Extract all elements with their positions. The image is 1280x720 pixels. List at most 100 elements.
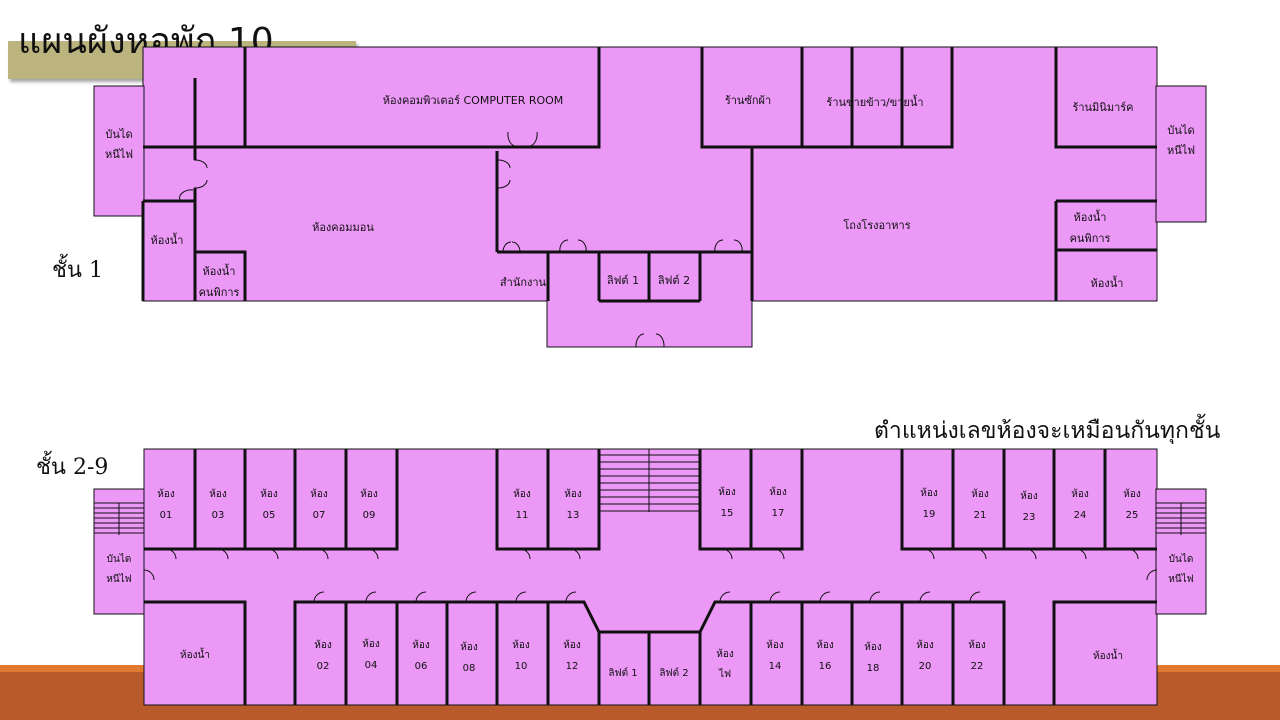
room-word: ห้อง — [362, 638, 380, 650]
label-disabled-toilet-right-2: คนพิการ — [1070, 232, 1111, 245]
room-08: ห้อง 08 — [460, 641, 478, 674]
floor-1-left-wing — [93, 85, 145, 217]
room-word: ห้อง — [512, 639, 530, 651]
room-number: 22 — [971, 661, 984, 672]
label-minimart: ร้านมินิมาร์ค — [1072, 101, 1133, 114]
label-fire-stair-right: บันได — [1167, 124, 1194, 137]
room-word: ห้อง — [916, 639, 934, 651]
room-word: ห้อง — [157, 488, 175, 500]
room-19: ห้อง 19 — [920, 487, 938, 520]
fire-stair-right-label: บันได — [1169, 553, 1194, 565]
room-14: ห้อง 14 — [766, 639, 784, 672]
label-laundry: ร้านซักผ้า — [725, 94, 771, 107]
label-food-shop: ร้านขายข้าว/ขายน้ำ — [826, 94, 923, 109]
room-number: 05 — [263, 510, 276, 521]
room-06: ห้อง 06 — [412, 639, 430, 672]
label-disabled-toilet-left: ห้องน้ำ — [203, 263, 236, 278]
room-number: 19 — [923, 509, 936, 520]
label-lift-1: ลิฟต์ 1 — [607, 274, 639, 287]
room-word: ห้อง — [209, 488, 227, 500]
room-21: ห้อง 21 — [971, 488, 989, 521]
room-number: 16 — [819, 661, 832, 672]
room-word: ห้อง — [460, 641, 478, 653]
room-number: 25 — [1126, 510, 1139, 521]
room-word: ห้อง — [412, 639, 430, 651]
room-word: ห้อง — [260, 488, 278, 500]
room-word: ห้อง — [513, 488, 531, 500]
room-number: 10 — [515, 661, 528, 672]
room-02: ห้อง 02 — [314, 639, 332, 672]
room-10: ห้อง 10 — [512, 639, 530, 672]
room-number: 21 — [974, 510, 987, 521]
room-11: ห้อง 11 — [513, 488, 531, 521]
room-number: 04 — [365, 660, 378, 671]
room-word: ห้อง — [766, 639, 784, 651]
label-disabled-toilet-right: ห้องน้ำ — [1074, 209, 1107, 224]
room-word: ห้อง — [968, 639, 986, 651]
room-number: 06 — [415, 661, 428, 672]
room-18: ห้อง 18 — [864, 641, 882, 674]
room-word: ห้อง — [1123, 488, 1141, 500]
label-computer-room: ห้องคอมพิวเตอร์ COMPUTER ROOM — [383, 94, 564, 107]
room-word: ห้อง — [1071, 488, 1089, 500]
room-word: ห้อง — [920, 487, 938, 499]
room-20: ห้อง 20 — [916, 639, 934, 672]
electrical-room-label: ห้อง — [716, 648, 734, 660]
room-number-note: ตำแหน่งเลขห้องจะเหมือนกันทุกชั้น — [874, 418, 1221, 444]
room-word: ห้อง — [314, 639, 332, 651]
room-number: 18 — [867, 663, 880, 674]
room-number: 20 — [919, 661, 932, 672]
room-word: ห้อง — [310, 488, 328, 500]
room-word: ห้อง — [816, 639, 834, 651]
room-word: ห้อง — [971, 488, 989, 500]
room-16: ห้อง 16 — [816, 639, 834, 672]
room-22: ห้อง 22 — [968, 639, 986, 672]
toilet-right-label: ห้องน้ำ — [1093, 648, 1123, 662]
toilet-left-label: ห้องน้ำ — [180, 647, 210, 661]
fire-stair-left-label: บันได — [107, 553, 132, 565]
lift-1-label: ลิฟต์ 1 — [608, 667, 637, 679]
room-word: ห้อง — [718, 486, 736, 498]
room-number: 23 — [1023, 512, 1036, 523]
room-number: 03 — [212, 510, 225, 521]
room-17: ห้อง 17 — [769, 486, 787, 519]
room-word: ห้อง — [864, 641, 882, 653]
fire-stair-left-label-2: หนีไฟ — [106, 573, 132, 585]
room-number: 01 — [160, 510, 173, 521]
room-word: ห้อง — [564, 488, 582, 500]
room-number: 14 — [769, 661, 782, 672]
label-fire-stair-right-2: หนีไฟ — [1167, 144, 1195, 157]
electrical-room-label-2: ไฟ — [718, 668, 731, 680]
lift-2-label: ลิฟต์ 2 — [659, 667, 688, 679]
floor-1-label: ชั้น 1 — [52, 258, 103, 283]
label-disabled-toilet-left-2: คนพิการ — [199, 286, 240, 299]
room-25: ห้อง 25 — [1123, 488, 1141, 521]
room-number: 11 — [516, 510, 529, 521]
label-common-room: ห้องคอมมอน — [312, 221, 374, 234]
label-canteen: โถงโรงอาหาร — [843, 218, 910, 232]
room-number: 24 — [1074, 510, 1087, 521]
room-word: ห้อง — [563, 639, 581, 651]
room-word: ห้อง — [769, 486, 787, 498]
room-01: ห้อง 01 — [157, 488, 175, 521]
room-number: 17 — [772, 508, 785, 519]
floor-1-right-wing — [1155, 85, 1207, 223]
room-number: 02 — [317, 661, 330, 672]
room-04: ห้อง 04 — [362, 638, 380, 671]
label-toilet-left: ห้องน้ำ — [151, 232, 184, 247]
room-24: ห้อง 24 — [1071, 488, 1089, 521]
label-fire-stair-left: บันได — [105, 128, 132, 141]
floor-2-9-label: ชั้น 2-9 — [36, 455, 109, 480]
label-toilet-right: ห้องน้ำ — [1091, 275, 1124, 290]
room-number: 09 — [363, 510, 376, 521]
room-number: 08 — [463, 663, 476, 674]
